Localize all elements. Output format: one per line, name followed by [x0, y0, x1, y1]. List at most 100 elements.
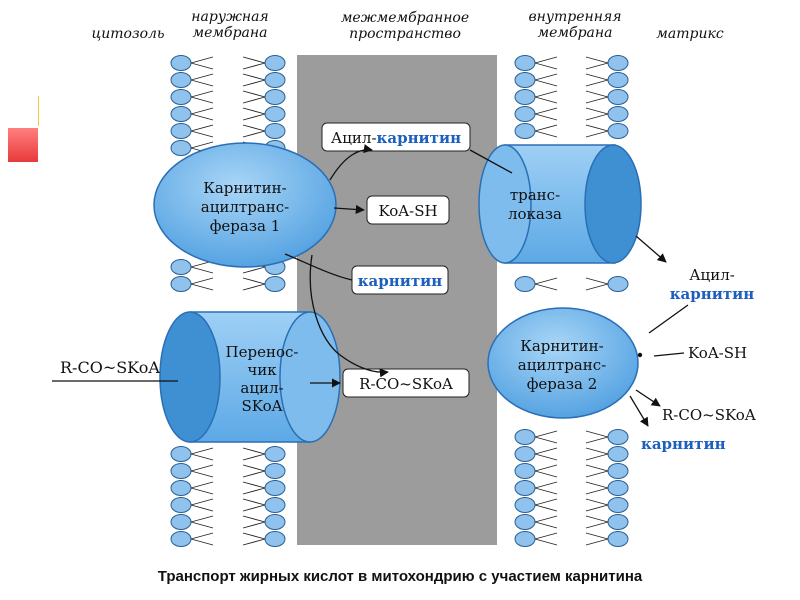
- lipid-head: [514, 55, 536, 71]
- lipid-head: [607, 480, 629, 496]
- lipid-pair: [170, 89, 286, 105]
- lipid-head: [607, 72, 629, 88]
- lipid-pair: [514, 276, 629, 292]
- lipid-tail: [585, 447, 609, 461]
- lipid-head: [170, 140, 192, 156]
- cat2-label-line3: фераза 2: [527, 375, 598, 393]
- zone-outer-membrane: наружная мембрана: [170, 9, 290, 41]
- lipid-pair: [514, 106, 629, 122]
- lipid-tail: [190, 464, 214, 478]
- lipid-tail: [190, 447, 214, 461]
- lipid-head: [170, 276, 192, 292]
- lipid-pair: [514, 531, 629, 547]
- lipid-tail: [242, 498, 266, 512]
- figure-caption: Транспорт жирных кислот в митохондрию с …: [157, 568, 643, 585]
- lipid-tail: [534, 277, 558, 291]
- lipid-pair: [170, 106, 286, 122]
- lipid-head: [170, 123, 192, 139]
- acyl-carnitine-suffix: карнитин: [377, 129, 462, 147]
- rco-skoa-box: R-CO~SKoA: [342, 368, 470, 398]
- zone-outer-membrane-line2: мембрана: [192, 25, 268, 41]
- zone-intermembrane-line2: пространство: [349, 26, 461, 42]
- arrow-cat2-to-carnitine: [629, 395, 649, 427]
- lipid-pair: [170, 72, 286, 88]
- lipid-head: [170, 89, 192, 105]
- lipid-head: [607, 429, 629, 445]
- lipid-pair: [514, 123, 629, 139]
- lipid-head: [607, 55, 629, 71]
- lipid-pair: [514, 446, 629, 462]
- lipid-tail: [190, 515, 214, 529]
- carrier-label-line2: чик: [247, 361, 277, 379]
- lipid-tail: [534, 447, 558, 461]
- lipid-tail: [585, 107, 609, 121]
- lipid-head: [264, 72, 286, 88]
- lipid-head: [170, 497, 192, 513]
- lipid-head: [170, 446, 192, 462]
- lipid-head: [264, 463, 286, 479]
- lipid-tail: [585, 430, 609, 444]
- matrix-koa-sh-label: KoA-SH: [688, 344, 747, 362]
- matrix-carnitine1-label: карнитин: [670, 285, 755, 303]
- cat1-label-line3: фераза 1: [210, 217, 281, 235]
- lipid-tail: [190, 107, 214, 121]
- lipid-tail: [534, 90, 558, 104]
- lipid-tail: [190, 532, 214, 546]
- lipid-pair: [514, 497, 629, 513]
- lipid-tail: [190, 481, 214, 495]
- lipid-head: [514, 531, 536, 547]
- lipid-tail: [585, 73, 609, 87]
- lipid-head: [607, 276, 629, 292]
- lipid-tail: [242, 277, 266, 291]
- lipid-pair: [514, 480, 629, 496]
- lipid-head: [264, 89, 286, 105]
- zone-inner-membrane: внутренняя мембрана: [515, 9, 635, 41]
- lipid-tail: [534, 107, 558, 121]
- carnitine-box-text: карнитин: [358, 272, 443, 290]
- arrow-cat1-to-acylcarnitine: [329, 144, 373, 181]
- lipid-head: [170, 72, 192, 88]
- lipid-head: [264, 497, 286, 513]
- lipid-head: [607, 497, 629, 513]
- lipid-tail: [242, 447, 266, 461]
- matrix-rco-skoa-label: R-CO~SKoA: [662, 406, 756, 424]
- lipid-head: [170, 531, 192, 547]
- lipid-tail: [534, 56, 558, 70]
- lipid-tail: [190, 56, 214, 70]
- lipid-tail: [534, 515, 558, 529]
- lipid-head: [170, 55, 192, 71]
- line-carnitine-to-cat1: [284, 253, 353, 281]
- lipid-head: [514, 514, 536, 530]
- zone-inner-membrane-line2: мембрана: [537, 25, 613, 41]
- cat1-label-line1: Карнитин-: [203, 179, 287, 197]
- lipid-tail: [242, 532, 266, 546]
- carrier-cylinder: [159, 311, 341, 443]
- lipid-pair: [170, 123, 286, 139]
- lipid-tail: [242, 56, 266, 70]
- lipid-pair: [170, 276, 286, 292]
- lipid-pair: [514, 429, 629, 445]
- arrow-translocase-to-matrix-acylcarnitine: [635, 235, 667, 263]
- lipid-tail: [190, 498, 214, 512]
- lipid-pair: [170, 463, 286, 479]
- lipid-tail: [242, 107, 266, 121]
- lipid-head: [514, 89, 536, 105]
- lipid-head: [170, 106, 192, 122]
- lipid-head: [264, 276, 286, 292]
- lipid-head: [264, 531, 286, 547]
- koa-sh-box: KoA-SH: [366, 195, 450, 225]
- lipid-tail: [585, 515, 609, 529]
- lipid-pair: [170, 480, 286, 496]
- lipid-head: [264, 446, 286, 462]
- carnitine-box: карнитин: [351, 265, 449, 295]
- lipid-tail: [190, 90, 214, 104]
- lipid-head: [264, 106, 286, 122]
- lipid-head: [514, 106, 536, 122]
- lipid-tail: [190, 277, 214, 291]
- lipid-tail: [585, 464, 609, 478]
- lipid-head: [170, 514, 192, 530]
- lipid-tail: [534, 532, 558, 546]
- cat2-dot: [637, 352, 643, 358]
- lipid-head: [264, 123, 286, 139]
